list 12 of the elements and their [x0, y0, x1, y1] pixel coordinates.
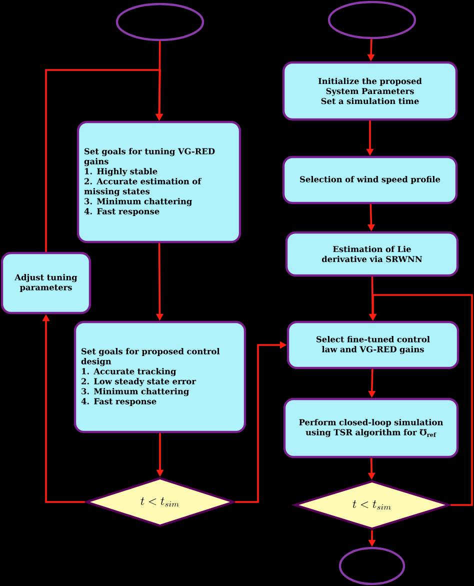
process-box: Set goals for tuning VG-RED gains 1. Highly stable 2. Accurate estimation of missing states 3. Minimum chattering 4. Fast response — [76, 120, 242, 244]
process-box: Adjust tuning parameters — [0, 252, 92, 314]
terminal-ellipse — [328, 0, 416, 40]
process-box: Initialize the proposed System Parameters Set a simulation time — [282, 61, 458, 121]
arrow — [45, 69, 163, 252]
process-box: Estimation of Lie derivative via SRWNN — [285, 231, 459, 277]
process-box: Set goals for proposed control design 1. Accurate tracking 2. Low steady state error 3. Minimum chattering 4. Fast response — [74, 320, 246, 434]
process-box: Select fine-tuned control law and VG-RED gains — [286, 320, 460, 370]
terminal-ellipse — [338, 546, 406, 586]
process-box: Perform closed-loop simulation using TSR algorithm for ℧$_{ref}$ — [283, 398, 459, 458]
terminal-ellipse — [116, 2, 204, 42]
process-box: Selection of wind speed profile — [282, 156, 458, 204]
